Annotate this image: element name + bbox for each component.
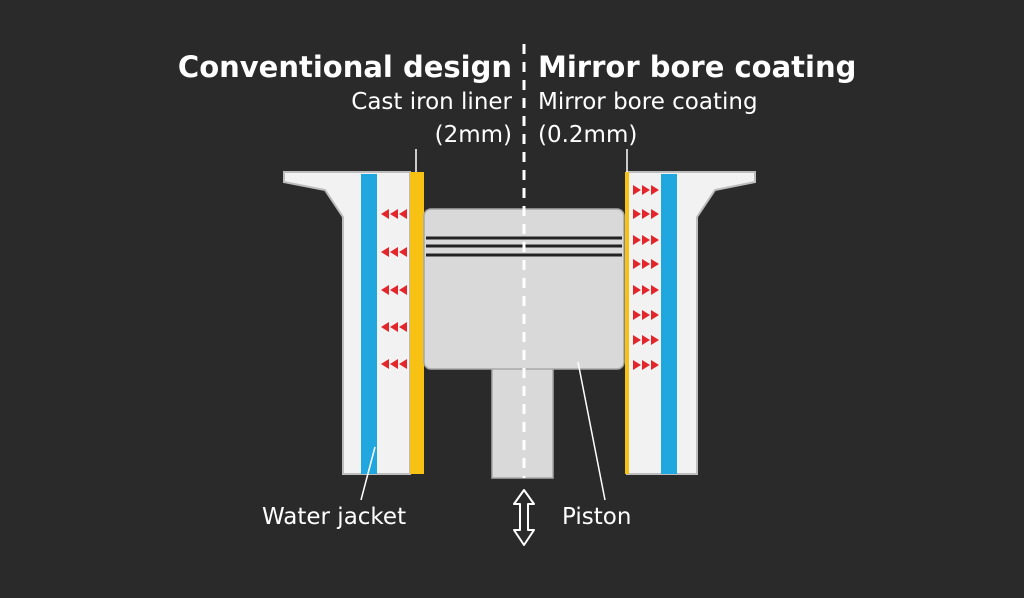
heading-conventional-design: Conventional design <box>177 50 512 84</box>
left-heat-arrows <box>381 209 407 369</box>
heat-arrow-right-3-1 <box>642 259 650 269</box>
water-jacket-leader <box>360 446 376 501</box>
mirror-bore-coating-layer <box>625 172 629 474</box>
heat-arrow-left-2-1 <box>390 285 398 295</box>
heat-arrow-right-3-0 <box>633 259 641 269</box>
heat-arrow-left-4-2 <box>399 359 407 369</box>
heat-arrow-right-3-2 <box>651 259 659 269</box>
heat-arrow-right-6-0 <box>633 335 641 345</box>
heat-arrow-left-0-1 <box>390 209 398 219</box>
mirror-bore-coating-thickness: (0.2mm) <box>538 122 638 148</box>
heat-arrow-right-0-0 <box>633 185 641 195</box>
heat-arrow-right-0-2 <box>651 185 659 195</box>
cast-iron-liner-label: Cast iron liner <box>351 89 512 115</box>
heat-arrow-left-3-1 <box>390 322 398 332</box>
heat-arrow-right-5-1 <box>642 310 650 320</box>
heat-arrow-right-6-2 <box>651 335 659 345</box>
heat-arrow-right-2-2 <box>651 235 659 245</box>
right-wall-outline <box>626 171 756 475</box>
heat-arrow-left-3-0 <box>381 322 389 332</box>
heat-arrow-right-2-1 <box>642 235 650 245</box>
heat-arrow-right-4-1 <box>642 285 650 295</box>
heat-arrow-right-0-1 <box>642 185 650 195</box>
right-heat-arrows <box>633 185 659 370</box>
heat-arrow-left-2-0 <box>381 285 389 295</box>
piston-leader <box>577 361 606 501</box>
heat-arrow-right-7-0 <box>633 360 641 370</box>
heat-arrow-left-1-1 <box>390 247 398 257</box>
double-headed-vertical-arrow-icon <box>513 489 535 546</box>
piston-label: Piston <box>562 504 632 530</box>
heat-arrow-left-1-2 <box>399 247 407 257</box>
heat-arrow-right-7-1 <box>642 360 650 370</box>
heat-arrow-left-4-1 <box>390 359 398 369</box>
heading-mirror-bore-coating: Mirror bore coating <box>538 50 857 84</box>
heat-arrow-right-7-2 <box>651 360 659 370</box>
heat-arrow-left-2-2 <box>399 285 407 295</box>
cast-iron-liner <box>410 172 424 474</box>
mirror-bore-coating-label: Mirror bore coating <box>538 89 758 115</box>
right-water-jacket <box>661 174 677 474</box>
left-cylinder-wall <box>283 171 424 475</box>
heat-arrow-right-4-0 <box>633 285 641 295</box>
cast-iron-liner-thickness: (2mm) <box>434 122 512 148</box>
heat-arrow-right-5-0 <box>633 310 641 320</box>
heat-arrow-right-2-0 <box>633 235 641 245</box>
heat-arrow-right-6-1 <box>642 335 650 345</box>
left-water-jacket <box>361 174 377 474</box>
heat-arrow-left-4-0 <box>381 359 389 369</box>
right-cylinder-wall <box>625 171 756 475</box>
heat-arrow-right-1-1 <box>642 209 650 219</box>
water-jacket-label: Water jacket <box>262 504 407 530</box>
heat-arrow-right-4-2 <box>651 285 659 295</box>
heat-arrow-left-0-2 <box>399 209 407 219</box>
heat-arrow-left-1-0 <box>381 247 389 257</box>
heat-arrow-right-1-0 <box>633 209 641 219</box>
heat-arrow-right-5-2 <box>651 310 659 320</box>
heat-arrow-left-0-0 <box>381 209 389 219</box>
left-wall-outline <box>283 171 411 475</box>
heat-arrow-right-1-2 <box>651 209 659 219</box>
heat-arrow-left-3-2 <box>399 322 407 332</box>
